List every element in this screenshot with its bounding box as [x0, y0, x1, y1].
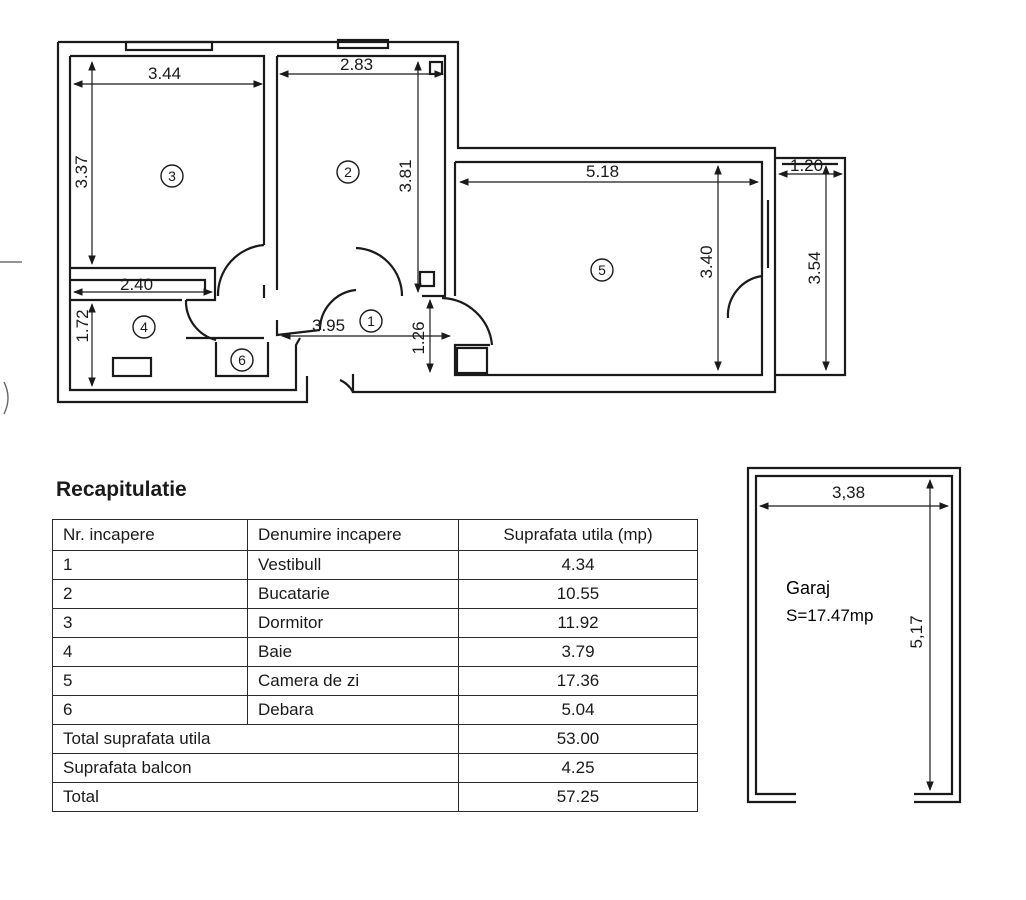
cell-nr: 4 — [52, 637, 248, 667]
cell-area: 17.36 — [458, 666, 698, 696]
dim-hall-height: 1.26 — [409, 321, 428, 354]
total-row: Suprafata balcon 4.25 — [52, 753, 698, 783]
cell-area: 5.04 — [458, 695, 698, 725]
total-label: Total — [52, 782, 459, 812]
apartment-walls — [56, 38, 847, 404]
cell-name: Bucatarie — [247, 579, 459, 609]
cell-nr: 6 — [52, 695, 248, 725]
header-room-nr: Nr. incapere — [52, 519, 248, 551]
cell-name: Camera de zi — [247, 666, 459, 696]
cell-name: Debara — [247, 695, 459, 725]
total-area: 57.25 — [458, 782, 698, 812]
table-row: 1 Vestibull 4.34 — [52, 550, 698, 580]
room-number-1: 1 — [367, 313, 375, 329]
total-label: Total suprafata utila — [52, 724, 459, 754]
dim-room2-height: 3.81 — [396, 159, 415, 192]
garage-walls — [746, 466, 962, 804]
header-room-name: Denumire incapere — [247, 519, 459, 551]
total-area: 4.25 — [458, 753, 698, 783]
room-number-5: 5 — [598, 262, 606, 278]
dim-room2-width: 2.83 — [340, 55, 373, 74]
dim-balcony-height: 3.54 — [805, 251, 824, 284]
summary-table: Nr. incapere Denumire incapere Suprafata… — [52, 519, 698, 812]
cell-name: Dormitor — [247, 608, 459, 638]
room-number-2: 2 — [344, 164, 352, 180]
dim-hall-width: 3.95 — [312, 316, 345, 335]
room-circle-3 — [160, 164, 184, 188]
dim-room4-width: 2.40 — [120, 275, 153, 294]
header-area: Suprafata utila (mp) — [458, 519, 698, 551]
dim-room3-height: 3.37 — [72, 155, 91, 188]
cell-nr: 3 — [52, 608, 248, 638]
table-row: 6 Debara 5.04 — [52, 695, 698, 725]
dimension-lines — [73, 61, 843, 387]
total-label: Suprafata balcon — [52, 753, 459, 783]
garage-height: 5,17 — [907, 615, 926, 648]
garage-area: S=17.47mp — [786, 606, 873, 625]
dim-room5-height: 3.40 — [697, 245, 716, 278]
room-number-3: 3 — [168, 168, 176, 184]
table-row: 3 Dormitor 11.92 — [52, 608, 698, 638]
room-circle-5 — [590, 258, 614, 282]
table-row: 4 Baie 3.79 — [52, 637, 698, 667]
room-circle-2 — [336, 160, 360, 184]
table-header-row: Nr. incapere Denumire incapere Suprafata… — [52, 519, 698, 551]
dim-room4-height: 1.72 — [73, 309, 92, 342]
margin-curve — [3, 381, 9, 415]
total-area: 53.00 — [458, 724, 698, 754]
cell-nr: 2 — [52, 579, 248, 609]
table-row: 5 Camera de zi 17.36 — [52, 666, 698, 696]
summary-title: Recapitulatie — [56, 478, 187, 501]
room-circle-4 — [132, 315, 156, 339]
cell-area: 11.92 — [458, 608, 698, 638]
room-number-6: 6 — [238, 352, 246, 368]
room-number-4: 4 — [140, 319, 148, 335]
garage-width: 3,38 — [832, 483, 865, 502]
cell-nr: 5 — [52, 666, 248, 696]
room-circle-1 — [359, 309, 383, 333]
cell-nr: 1 — [52, 550, 248, 580]
table-row: 2 Bucatarie 10.55 — [52, 579, 698, 609]
cell-name: Vestibull — [247, 550, 459, 580]
garage-label: Garaj — [786, 578, 830, 598]
dim-room3-width: 3.44 — [148, 64, 181, 83]
cell-area: 4.34 — [458, 550, 698, 580]
total-row: Total 57.25 — [52, 782, 698, 812]
dim-room5-width: 5.18 — [586, 162, 619, 181]
room-circle-6 — [230, 348, 254, 372]
cell-area: 10.55 — [458, 579, 698, 609]
cell-area: 3.79 — [458, 637, 698, 667]
total-row: Total suprafata utila 53.00 — [52, 724, 698, 754]
cell-name: Baie — [247, 637, 459, 667]
dim-balcony-width: 1.20 — [790, 156, 823, 175]
